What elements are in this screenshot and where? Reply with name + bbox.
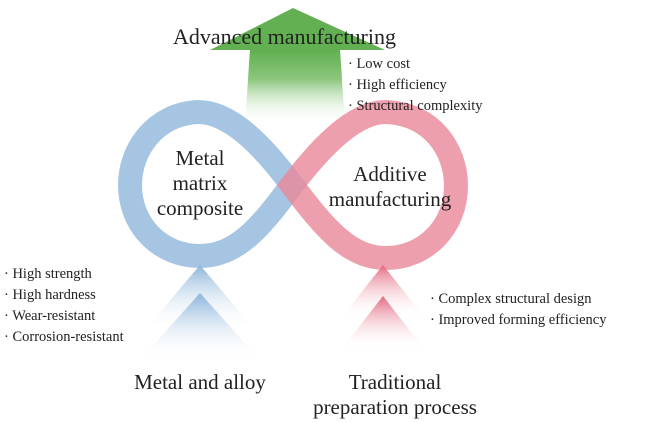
- pink-arrows-icon: [341, 265, 425, 350]
- traditional-benefits-list: · Complex structural design · Improved f…: [430, 289, 607, 331]
- list-item: · Corrosion-resistant: [4, 329, 124, 345]
- additive-manufacturing-label: Additive manufacturing: [320, 162, 460, 212]
- list-item: · Complex structural design: [430, 291, 592, 307]
- list-item: · Wear-resistant: [4, 308, 96, 324]
- list-item: · High hardness: [4, 287, 96, 303]
- list-item: · High efficiency: [348, 77, 447, 93]
- advanced-benefits-list: · Low cost · High efficiency · Structura…: [348, 54, 483, 117]
- list-item: · Low cost: [348, 56, 411, 72]
- metal-matrix-composite-label: Metal matrix composite: [150, 146, 250, 221]
- blue-arrows-icon: [140, 265, 260, 360]
- label-line: preparation process: [313, 395, 477, 419]
- label-line: Traditional: [348, 370, 442, 394]
- label-line: manufacturing: [328, 187, 452, 211]
- label-line: composite: [156, 196, 244, 220]
- left-loop: [117, 99, 307, 269]
- metal-and-alloy-label: Metal and alloy: [134, 370, 266, 394]
- label-line: Additive: [353, 162, 427, 186]
- label-line: matrix: [172, 171, 228, 195]
- traditional-process-label: Traditional preparation process: [295, 370, 495, 420]
- list-item: · Structural complexity: [348, 98, 483, 114]
- metal-properties-list: · High strength · High hardness · Wear-r…: [4, 264, 124, 348]
- right-loop: [276, 99, 469, 271]
- advanced-manufacturing-label: Advanced manufacturing: [173, 24, 396, 49]
- list-item: · Improved forming efficiency: [430, 312, 607, 328]
- label-line: Metal: [175, 146, 225, 170]
- list-item: · High strength: [4, 266, 92, 282]
- up-arrow-icon: [210, 8, 385, 125]
